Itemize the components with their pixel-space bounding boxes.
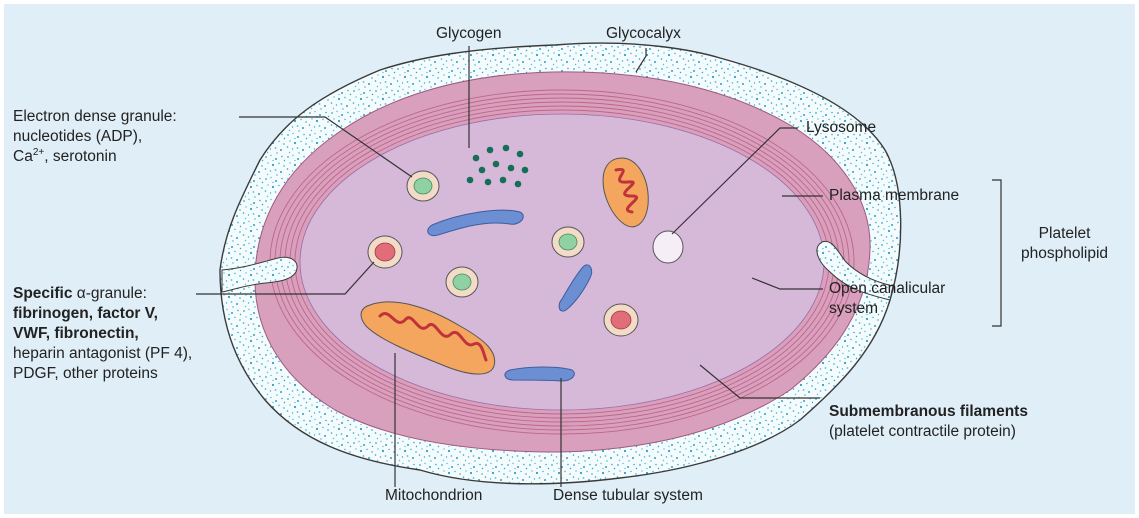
- label-plasma-membrane: Plasma membrane: [829, 186, 959, 206]
- label-lysosome: Lysosome: [806, 118, 876, 138]
- label-mitochondrion: Mitochondrion: [385, 486, 482, 506]
- bracket-platelet-phospholipid: [992, 180, 1001, 326]
- electron-dense-granule-title: Electron dense granule:: [13, 107, 177, 127]
- electron-dense-granule-ions: Ca2+, serotonin: [13, 147, 177, 167]
- label-glycogen: Glycogen: [436, 24, 501, 44]
- label-platelet-phospholipid: Platelet phospholipid: [1021, 224, 1108, 264]
- label-glycocalyx: Glycocalyx: [606, 24, 681, 44]
- label-electron-dense-granule: Electron dense granule: nucleotides (ADP…: [13, 107, 177, 167]
- label-dense-tubular-system: Dense tubular system: [553, 486, 703, 506]
- lysosome: [653, 231, 683, 263]
- label-open-canalicular-system: Open canalicular system: [829, 279, 945, 319]
- label-alpha-granule: Specific α-granule: fibrinogen, factor V…: [13, 284, 192, 384]
- alpha-granule-title: Specific α-granule:: [13, 284, 192, 304]
- electron-dense-granule-contents: nucleotides (ADP),: [13, 127, 177, 147]
- label-submembranous-filaments: Submembranous filaments (platelet contra…: [829, 402, 1028, 442]
